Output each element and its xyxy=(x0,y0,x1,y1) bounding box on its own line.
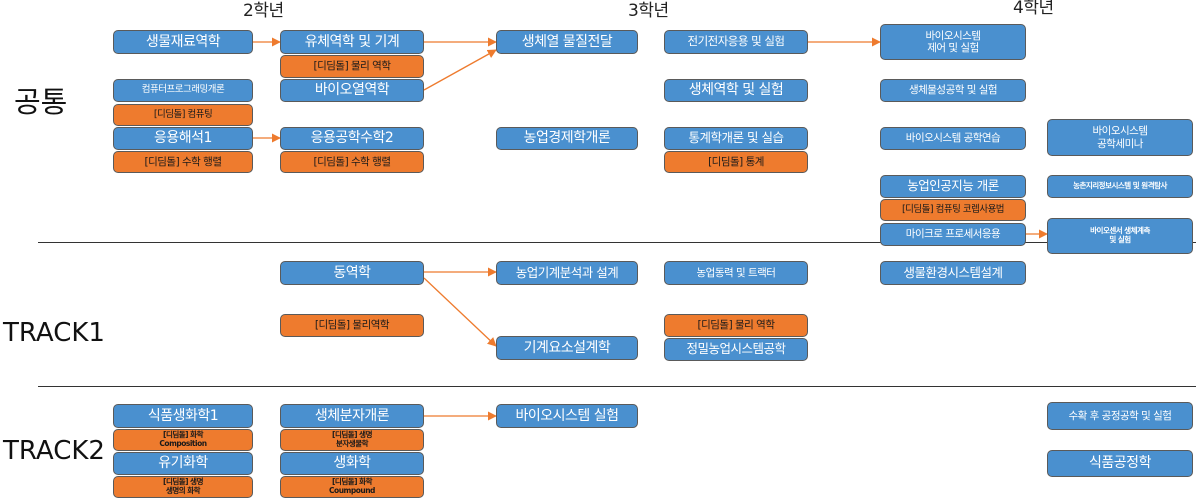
course-bio-material-mechanics[interactable]: 생물재료역학 xyxy=(113,30,253,54)
course-bio-system-lab[interactable]: 바이오시스템 실험 xyxy=(496,404,638,428)
digital-computing[interactable]: [디딤돌] 컴퓨팅 xyxy=(113,104,253,126)
digital-chemistry-composition[interactable]: [디딤돌] 화학 Composition xyxy=(113,429,253,451)
digital-physics-mechanics-t1b[interactable]: [디딤돌] 물리 역학 xyxy=(664,314,808,337)
digital-statistics[interactable]: [디딤돌] 통계 xyxy=(664,151,808,173)
year-4-header: 4학년 xyxy=(1013,0,1054,18)
course-electrical-electronics-lab[interactable]: 전기전자응용 및 실험 xyxy=(664,30,808,54)
course-statistics-intro-practice[interactable]: 통계학개론 및 실습 xyxy=(664,127,808,150)
course-organic-chemistry[interactable]: 유기화학 xyxy=(113,452,253,475)
course-agricultural-economics-intro[interactable]: 농업경제학개론 xyxy=(496,127,638,150)
course-food-biochemistry-1[interactable]: 식품생화학1 xyxy=(113,404,253,428)
course-food-process-engineering[interactable]: 식품공정학 xyxy=(1047,450,1193,477)
divider-common-track1 xyxy=(38,242,1196,243)
course-biochemistry[interactable]: 생화학 xyxy=(280,452,424,475)
year-2-header: 2학년 xyxy=(243,1,284,21)
digital-physics-mechanics-1[interactable]: [디딤돌] 물리 역학 xyxy=(280,55,424,78)
digital-life-molecular-biology[interactable]: [디딤돌] 생명 분자생물학 xyxy=(280,429,424,451)
course-applied-engineering-math-2[interactable]: 응용공학수학2 xyxy=(280,127,424,150)
course-biomechanics-lab[interactable]: 생체역학 및 실험 xyxy=(664,79,808,102)
course-fluid-mechanics-machinery[interactable]: 유체역학 및 기계 xyxy=(280,30,424,54)
course-biosensor-measurement-lab[interactable]: 바이오센서 생체계측 및 실험 xyxy=(1047,218,1193,254)
row-label-track2: TRACK2 xyxy=(3,436,105,466)
course-bio-properties-engineering-lab[interactable]: 생체물성공학 및 실험 xyxy=(880,79,1026,102)
course-post-harvest-process-lab[interactable]: 수확 후 공정공학 및 실험 xyxy=(1047,402,1193,430)
digital-physics-mechanics-t1[interactable]: [디딤돌] 물리역학 xyxy=(280,314,424,337)
digital-math-matrix-1[interactable]: [디딤돌] 수학 행렬 xyxy=(113,151,253,173)
course-microprocessor-application[interactable]: 마이크로 프로세서응용 xyxy=(880,223,1026,246)
course-machine-element-design[interactable]: 기계요소설계학 xyxy=(496,336,638,360)
divider-track1-track2 xyxy=(38,386,1196,387)
course-agricultural-machine-analysis-design[interactable]: 농업기계분석과 설계 xyxy=(496,261,638,285)
course-precision-agriculture-systems[interactable]: 정밀농업시스템공학 xyxy=(664,338,808,361)
course-bio-system-control-lab[interactable]: 바이오시스템 제어 및 실험 xyxy=(880,24,1026,60)
course-bio-system-engineering-practice[interactable]: 바이오시스템 공학연습 xyxy=(880,127,1026,150)
course-bio-system-engineering-seminar[interactable]: 바이오시스템 공학세미나 xyxy=(1047,119,1193,156)
year-3-header: 3학년 xyxy=(628,1,669,21)
course-dynamics[interactable]: 동역학 xyxy=(280,261,424,285)
row-label-track1: TRACK1 xyxy=(3,318,105,348)
course-bio-environment-system-design[interactable]: 생물환경시스템설계 xyxy=(880,261,1026,285)
course-computer-programming-intro[interactable]: 컴퓨터프로그래밍개론 xyxy=(113,79,253,102)
course-bio-heat-mass-transfer[interactable]: 생체열 물질전달 xyxy=(496,30,638,54)
course-agricultural-ai-intro[interactable]: 농업인공지능 개론 xyxy=(880,175,1026,198)
arrow-bio-thermo-to-bio-heat-mass xyxy=(423,49,497,91)
digital-chemistry-compound[interactable]: [디딤돌] 화학 Coumpound xyxy=(280,476,424,498)
course-bio-thermodynamics[interactable]: 바이오열역학 xyxy=(280,79,424,102)
digital-life-chemistry-of-life[interactable]: [디딤돌] 생명 생명의 화학 xyxy=(113,476,253,498)
digital-computing-colab[interactable]: [디딤돌] 컴퓨팅 코렙사용법 xyxy=(880,199,1026,221)
course-biomolecular-intro[interactable]: 생체분자개론 xyxy=(280,404,424,428)
course-rural-gis-remote-sensing[interactable]: 농촌지리정보시스템 및 원격탐사 xyxy=(1047,175,1193,198)
course-agricultural-power-tractor[interactable]: 농업동력 및 트랙터 xyxy=(664,261,808,285)
row-label-common: 공통 xyxy=(14,85,68,119)
course-applied-analysis-1[interactable]: 응용해석1 xyxy=(113,127,253,150)
digital-math-matrix-2[interactable]: [디딤돌] 수학 행렬 xyxy=(280,151,424,173)
arrow-dynamics-to-machine-element xyxy=(423,277,497,347)
